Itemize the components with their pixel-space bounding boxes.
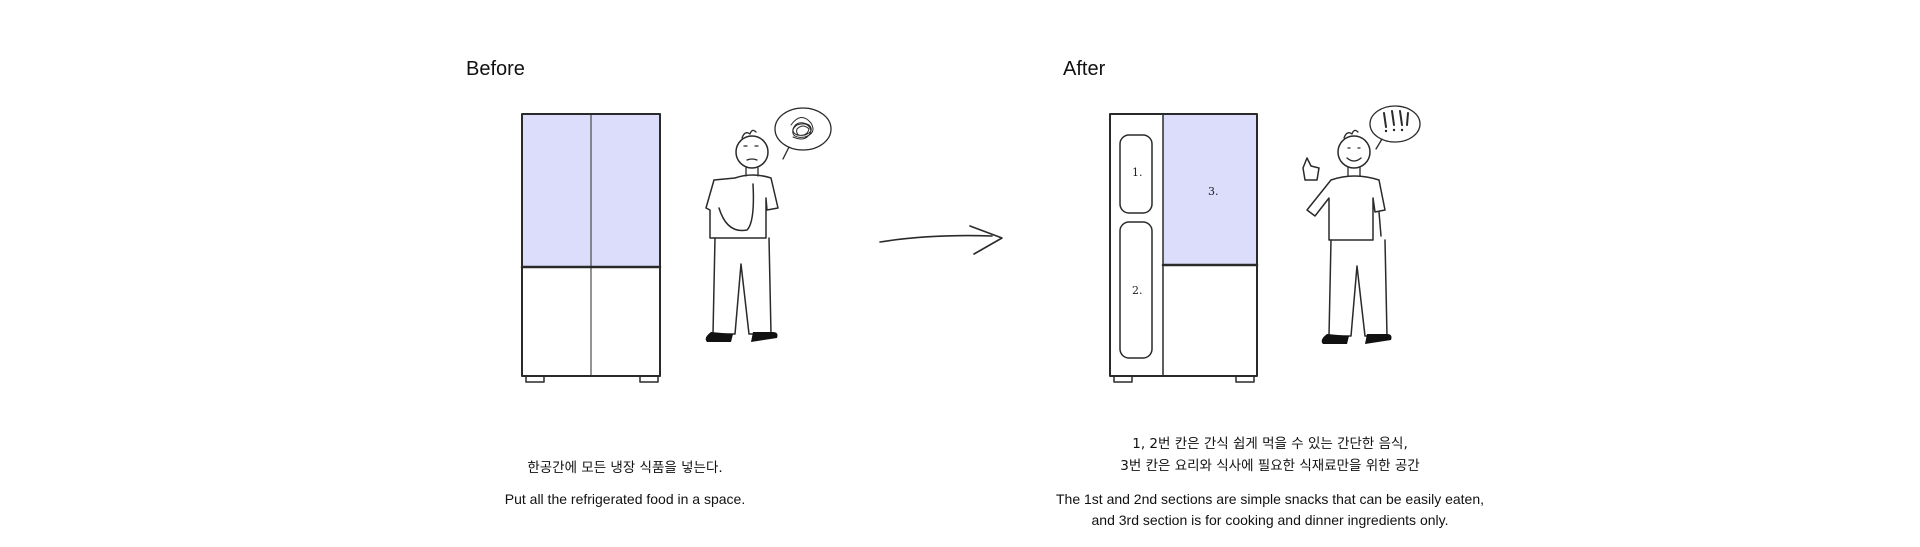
after-fridge-section-3-fill [1163,114,1257,265]
before-person-illustration [705,129,779,342]
after-caption-en-line-1: The 1st and 2nd sections are simple snac… [1055,491,1485,507]
section-label-1: 1. [1132,166,1143,179]
right-arrow-icon [879,225,1003,255]
after-caption-en-line-2: and 3rd section is for cooking and dinne… [1091,512,1449,528]
section-label-3: 3. [1208,185,1219,198]
after-heading: After [1063,58,1106,80]
after-fridge-section-2 [1119,221,1153,359]
exclamation-marks-icon [1383,110,1409,133]
section-label-2: 2. [1132,284,1143,297]
before-thought-bubble [774,107,832,160]
before-caption-ko: 한공간에 모든 냉장 식품을 넣는다. [527,460,723,476]
after-caption-ko-line-1: 1, 2번 칸은 간식 쉽게 먹을 수 있는 간단한 음식, [1132,436,1408,452]
after-fridge-illustration: 1. 2. 3. [1109,113,1259,383]
after-fridge-body [1109,113,1258,377]
before-heading: Before [466,58,525,80]
after-thought-bubble [1369,105,1421,150]
before-caption-en: Put all the refrigerated food in a space… [504,491,746,507]
after-caption-ko-line-2: 3번 칸은 요리와 식사에 필요한 식재료만을 위한 공간 [1120,458,1420,474]
after-person-illustration [1302,129,1392,344]
tangled-scribble-icon [790,117,814,140]
after-fridge-section-1 [1119,134,1153,214]
before-fridge-illustration [520,113,662,383]
